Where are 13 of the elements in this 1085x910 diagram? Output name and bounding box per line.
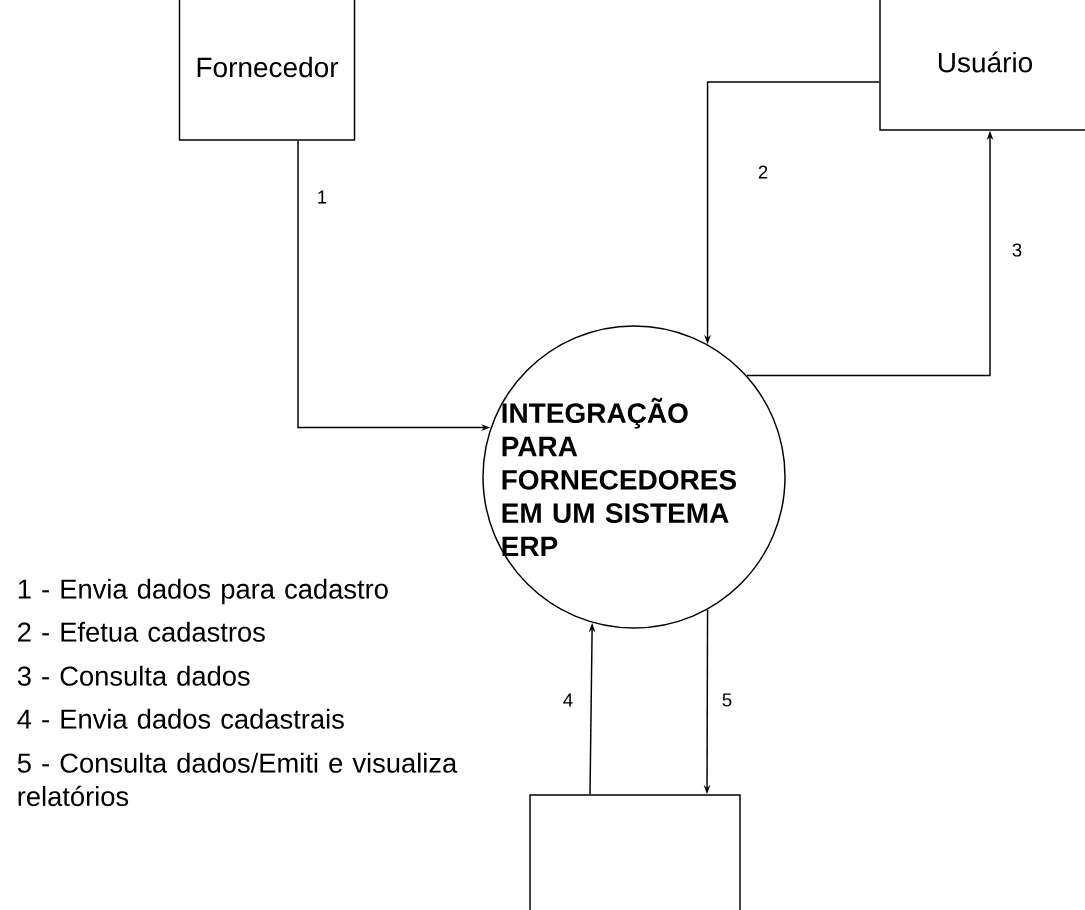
legend-text: 2 - Efetua cadastros	[18, 621, 265, 642]
edge-label: 4	[561, 692, 575, 708]
edge-label: 2	[756, 164, 770, 180]
edge-label: 1	[315, 189, 329, 205]
edge-label: 5	[720, 692, 734, 708]
entity-box: Usuário	[879, 0, 1085, 131]
legend-text: 5 - Consulta dados/Emiti e visualiza relatórios	[17, 752, 458, 807]
legend-text: 1 - Envia dados para cadastro	[18, 578, 388, 605]
entity-box: Fornecedor	[178, 0, 356, 141]
edge-label: 3	[1010, 242, 1024, 258]
entity-box	[529, 794, 741, 910]
legend-text: 4 - Envia dados cadastrais	[17, 708, 344, 729]
legend-text: 3 - Consulta dados	[17, 665, 250, 686]
